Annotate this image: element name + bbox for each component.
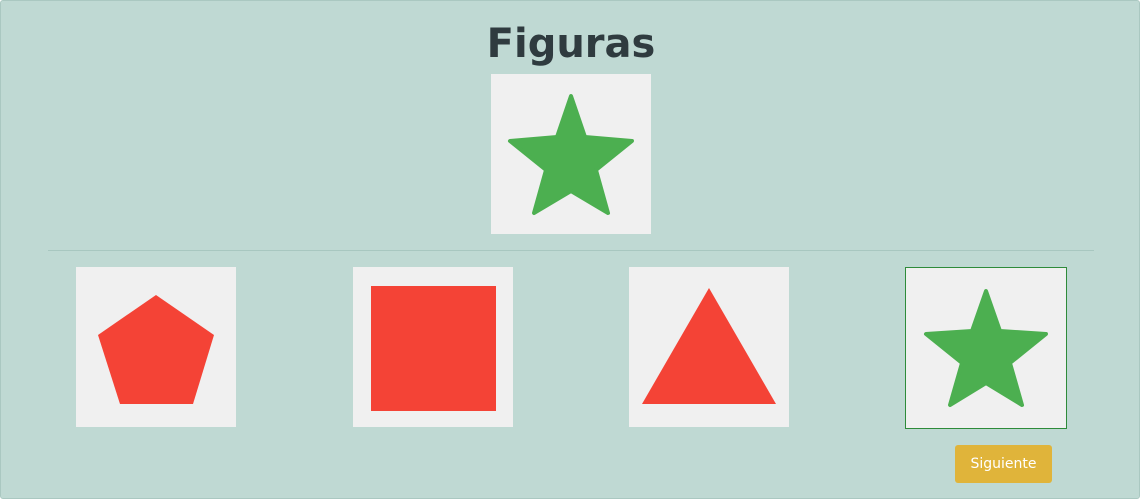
divider	[48, 250, 1094, 251]
target-shape-card	[491, 74, 651, 234]
option-triangle-card[interactable]	[629, 267, 789, 427]
option-pentagon-card[interactable]	[76, 267, 236, 427]
page-title: Figuras	[486, 21, 656, 67]
pentagon-shape	[98, 295, 214, 404]
option-square-card[interactable]	[353, 267, 513, 427]
square-shape	[371, 286, 496, 411]
triangle-shape	[642, 288, 776, 404]
star-shape	[924, 289, 1048, 407]
option-star-card-selected[interactable]	[905, 267, 1067, 429]
target-star-shape	[508, 94, 634, 215]
next-button[interactable]: Siguiente	[955, 445, 1052, 483]
